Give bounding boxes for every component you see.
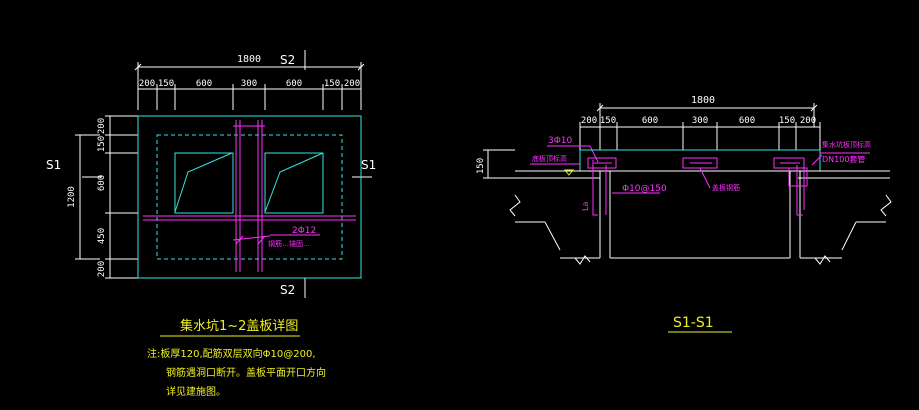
section-annotations: 底板顶标高 Φ10@150 La 盖板钢筋 集水坑板顶标高 DN100套管 (530, 140, 871, 211)
plan-overall-dim-text: 1800 (237, 54, 261, 65)
section-top-dim-2: 150 (600, 116, 616, 126)
section-overall-dim-text: 1800 (691, 95, 715, 106)
section-floor-slab (509, 170, 892, 251)
section-mark-s1-right: S1 (352, 158, 376, 178)
section-slab (579, 149, 821, 172)
plan-rebars (143, 120, 356, 272)
section-top-dimension-chain: 200 150 600 300 600 150 200 (579, 116, 821, 150)
plan-top-dim-5: 600 (286, 79, 302, 89)
plan-rebar-callout: 2Φ12 钢筋…锚固… (232, 226, 320, 248)
section-mark-s2-top: S2 (280, 50, 306, 70)
plan-left-dim-1: 200 (97, 118, 107, 134)
plan-top-dim-2: 150 (158, 79, 174, 89)
plan-top-dim-4: 300 (241, 79, 257, 89)
plan-rebar-note: 钢筋…锚固… (268, 239, 310, 248)
plan-top-dim-1: 200 (139, 79, 155, 89)
section-mid-note: 盖板钢筋 (712, 183, 740, 192)
section-mark-s2-bottom: S2 (280, 278, 306, 298)
plan-view: 1800 200 150 600 300 600 150 200 S2 (46, 50, 376, 398)
plan-title-block: 集水坑1~2盖板详图 注:板厚120,配筋双层双向Φ10@200, 钢筋遇洞口断… (147, 318, 326, 398)
section-top-dim-5: 600 (739, 116, 755, 126)
plan-title: 集水坑1~2盖板详图 (180, 318, 298, 334)
section-overall-dimension: 1800 (596, 95, 818, 127)
section-height-dim-text: 150 (476, 158, 486, 174)
plan-rebar-label: 2Φ12 (292, 226, 316, 236)
section-view: 1800 200 150 600 300 600 150 200 3Φ10 (476, 95, 892, 333)
plan-top-dim-6: 150 (324, 79, 340, 89)
section-height-dimension: 150 (476, 149, 515, 179)
plan-left-dim-2: 150 (97, 136, 107, 152)
plan-outer-outline (137, 115, 362, 279)
section-left-note: 底板顶标高 (532, 154, 567, 163)
section-title: S1-S1 (673, 315, 714, 331)
section-title-block: S1-S1 (668, 315, 732, 333)
section-pit-walls (560, 171, 842, 265)
plan-inner-dashed-outline (156, 134, 343, 260)
section-stirrup-label: Φ10@150 (622, 184, 667, 194)
plan-overall-dimension: 1800 (134, 54, 365, 86)
section-wall-rebars (592, 160, 808, 216)
plan-top-dim-3: 600 (196, 79, 212, 89)
section-label-s2-bottom: S2 (280, 283, 295, 297)
section-mark-s1-left: S1 (46, 158, 102, 178)
plan-note-line-1: 注:板厚120,配筋双层双向Φ10@200, (147, 347, 316, 360)
plan-left-dim-3: 600 (97, 175, 107, 191)
plan-opening-left (174, 152, 234, 214)
section-bar-callout: 3Φ10 (547, 136, 599, 163)
plan-left-dim-4: 450 (97, 228, 107, 244)
section-top-dim-7: 200 (800, 116, 816, 126)
section-right-note-2: DN100套管 (822, 154, 865, 164)
plan-top-dim-7: 200 (344, 79, 360, 89)
plan-left-overall-dim: 1200 (67, 186, 77, 208)
section-la-label: La (581, 202, 590, 211)
section-label-s2-top: S2 (280, 53, 295, 67)
section-bar-label: 3Φ10 (548, 136, 573, 146)
section-label-s1-left: S1 (46, 158, 61, 172)
section-right-note-1: 集水坑板顶标高 (822, 140, 871, 149)
plan-left-dimension-chain: 200 150 600 450 200 1200 (67, 115, 138, 279)
plan-opening-right (264, 152, 324, 214)
section-top-dim-4: 300 (692, 116, 708, 126)
section-label-s1-right: S1 (361, 158, 376, 172)
section-top-dim-3: 600 (642, 116, 658, 126)
plan-note-line-2: 钢筋遇洞口断开。盖板平面开口方向 (166, 366, 326, 379)
plan-left-dim-5: 200 (97, 261, 107, 277)
plan-note-line-3: 详见建施图。 (166, 385, 226, 398)
section-top-dim-6: 150 (779, 116, 795, 126)
section-top-dim-1: 200 (581, 116, 597, 126)
plan-top-dimension-chain: 200 150 600 300 600 150 200 (137, 79, 362, 110)
